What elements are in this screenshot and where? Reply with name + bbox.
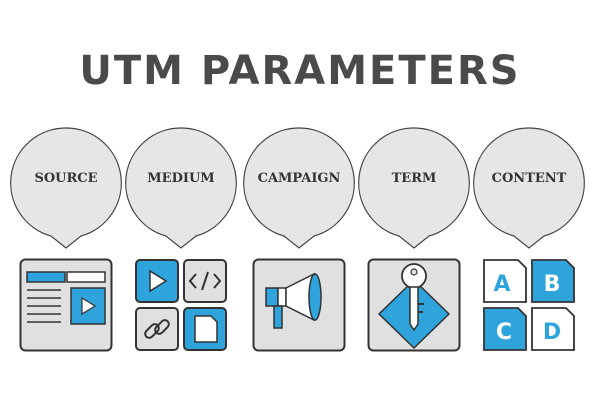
parameter-campaign: CAMPAIGN	[242, 126, 356, 352]
parameter-label-source: SOURCE	[34, 171, 98, 186]
letter-c: C	[496, 320, 512, 345]
parameter-content: CONTENT A B C D	[472, 126, 586, 351]
parameter-term: TERM	[357, 126, 471, 352]
page-title: UTM PARAMETERS	[79, 48, 521, 94]
speech-bubble	[125, 127, 237, 249]
megaphone-icon	[252, 258, 346, 352]
parameter-label-term: TERM	[391, 171, 437, 186]
parameter-label-content: CONTENT	[491, 171, 567, 186]
speech-bubble	[358, 127, 470, 249]
abcd-cards-icon: A B C D	[483, 259, 575, 351]
parameter-label-medium: MEDIUM	[147, 171, 215, 186]
letter-d: D	[543, 320, 561, 345]
speech-bubble	[243, 127, 355, 249]
key-icon	[367, 258, 461, 352]
parameter-source: SOURCE	[9, 126, 123, 352]
browser-window-video-icon	[19, 258, 113, 352]
parameter-medium: MEDIUM	[124, 126, 238, 351]
parameter-label-campaign: CAMPAIGN	[257, 171, 341, 186]
letter-b: B	[544, 272, 561, 297]
media-types-grid-icon	[135, 259, 227, 351]
letter-a: A	[493, 272, 510, 297]
speech-bubble	[473, 127, 585, 249]
speech-bubble	[10, 127, 122, 249]
